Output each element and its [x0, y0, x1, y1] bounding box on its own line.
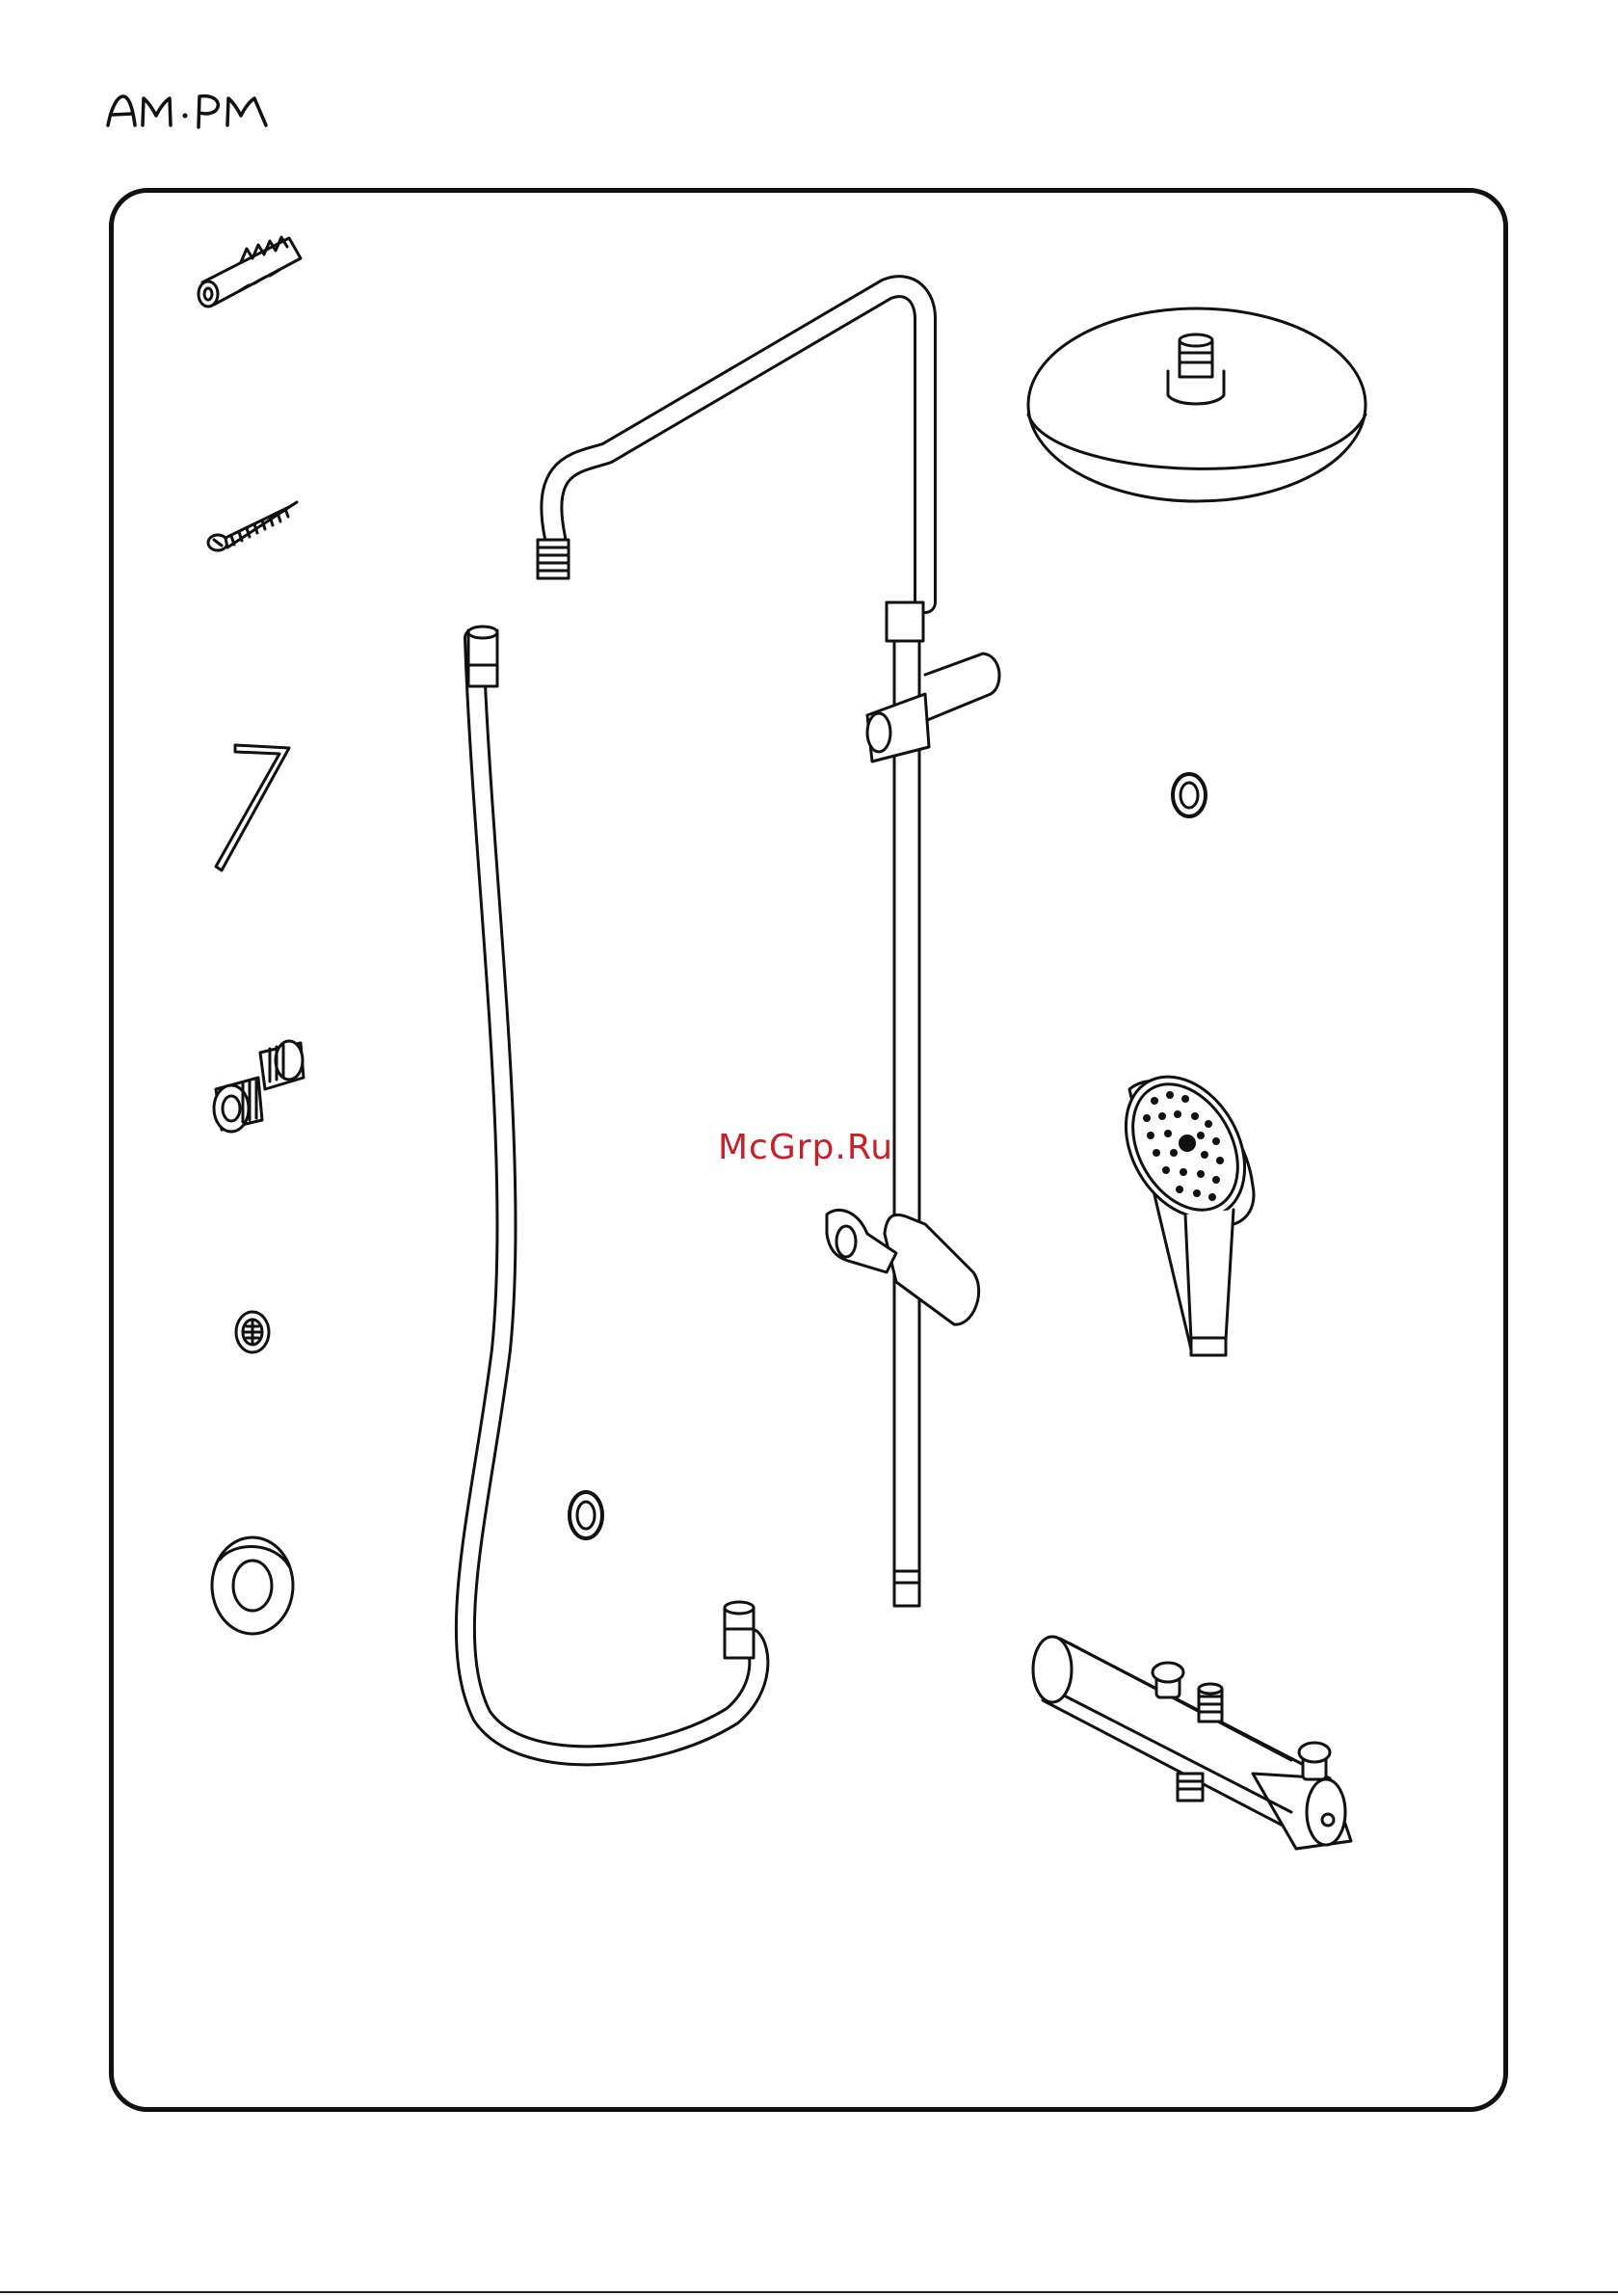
gasket-icon — [1173, 774, 1206, 816]
hex-key-icon — [216, 745, 289, 870]
thermostatic-mixer-icon — [1033, 1637, 1351, 1849]
screw-icon — [208, 502, 297, 550]
wall-plug-icon — [199, 237, 301, 307]
overhead-shower-icon — [1028, 308, 1366, 501]
flange-icon — [212, 1537, 293, 1634]
footer-divider — [0, 2291, 1618, 2293]
shower-rail-icon — [538, 286, 999, 1606]
watermark-text: McGrp.Ru — [718, 1128, 893, 1167]
hand-shower-icon — [1101, 1055, 1268, 1355]
gasket-icon — [570, 1492, 602, 1538]
eccentric-adapter-icon — [214, 1041, 304, 1132]
filter-washer-icon — [236, 1312, 269, 1352]
hose-icon — [465, 627, 758, 1755]
